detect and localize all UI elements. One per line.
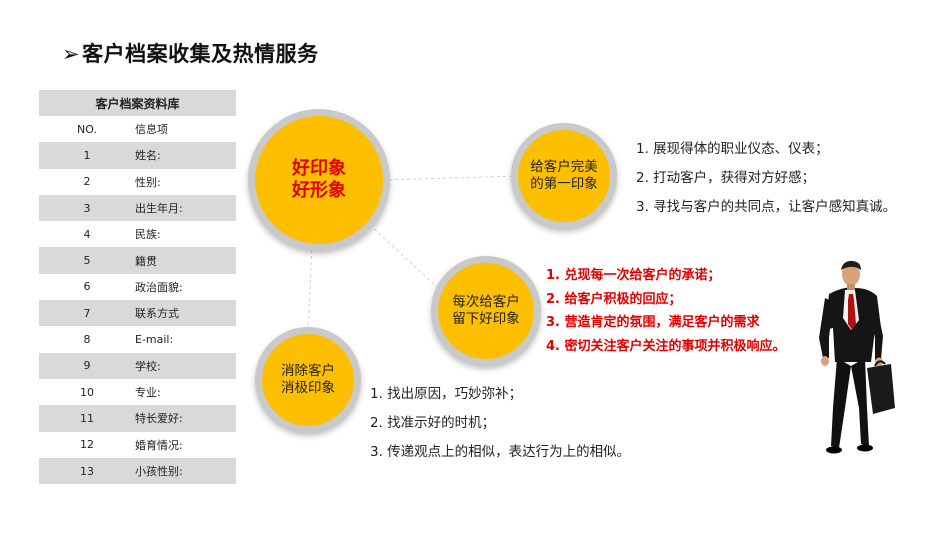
connector-main-each bbox=[369, 224, 441, 291]
table-row: 11 特长爱好: bbox=[39, 405, 236, 432]
table-header: 客户档案资料库 bbox=[39, 90, 236, 116]
row-no: 9 bbox=[83, 359, 91, 373]
connector-main-remove bbox=[307, 243, 313, 335]
row-item: 姓名: bbox=[135, 149, 161, 163]
table-row: 4 民族: bbox=[39, 221, 236, 247]
circle-remove-line1: 消除客户 bbox=[281, 363, 335, 380]
row-item: 联系方式 bbox=[135, 307, 179, 321]
circle-each-line2: 留下好印象 bbox=[452, 311, 520, 327]
circle-first-line1: 给客户完美 bbox=[530, 159, 598, 176]
circle-main-line2: 好形象 bbox=[292, 180, 346, 201]
circle-each-time: 每次给客户留下好印象 bbox=[438, 263, 534, 359]
row-no: 11 bbox=[80, 411, 94, 425]
list-item: 1. 展现得体的职业仪态、仪表； bbox=[636, 141, 829, 157]
list-item: 1. 兑现每一次给客户的承诺； bbox=[546, 268, 721, 283]
row-item: E-mail: bbox=[135, 333, 174, 347]
table-row: 13 小孩性别: bbox=[39, 457, 236, 485]
list-each-time: 1. 兑现每一次给客户的承诺； 2. 给客户积极的回应； 3. 营造肯定的氛围，… bbox=[546, 264, 816, 358]
row-item: 婚育情况: bbox=[135, 438, 183, 452]
row-item: 特长爱好: bbox=[135, 412, 183, 426]
businessman-icon bbox=[819, 260, 895, 454]
list-item: 1. 找出原因，巧妙弥补； bbox=[370, 386, 523, 402]
row-item: 籍贯 bbox=[135, 254, 157, 268]
circle-first-line2: 的第一印象 bbox=[530, 176, 598, 192]
table-header-text: 客户档案资料库 bbox=[95, 96, 180, 111]
table-row: 8 E-mail: bbox=[39, 326, 236, 352]
table-row: 6 政治面貌: bbox=[39, 274, 236, 300]
circle-each-line1: 每次给客户 bbox=[452, 294, 520, 311]
col-no: NO. bbox=[77, 122, 97, 136]
table-row: 9 学校: bbox=[39, 352, 236, 379]
row-no: 6 bbox=[83, 280, 91, 294]
list-item: 3. 传递观点上的相似，表达行为上的相似。 bbox=[370, 444, 631, 460]
page-title-text: 客户档案收集及热情服务 bbox=[82, 42, 319, 66]
table-row: 7 联系方式 bbox=[39, 300, 236, 327]
row-item: 专业: bbox=[135, 386, 161, 400]
table-row: 10 专业: bbox=[39, 379, 236, 405]
list-first-impression: 1. 展现得体的职业仪态、仪表； 2. 打动客户，获得对方好感； 3. 寻找与客… bbox=[636, 135, 914, 222]
page-title: ➢客户档案收集及热情服务 bbox=[62, 38, 319, 68]
circle-remove-negative: 消除客户消极印象 bbox=[262, 334, 354, 426]
customer-profile-table: 客户档案资料库 NO. 信息项 1 姓名: 2 性别: 3 出生年月: 4 民族: 5 籍… bbox=[39, 90, 236, 485]
table-row: 1 姓名: bbox=[39, 142, 236, 169]
col-item: 信息项 bbox=[135, 123, 168, 137]
circle-good-impression: 好印象好形象 bbox=[255, 116, 383, 244]
row-no: 4 bbox=[83, 227, 91, 241]
list-remove-negative: 1. 找出原因，巧妙弥补； 2. 找准示好的时机； 3. 传递观点上的相似，表达… bbox=[370, 380, 648, 467]
row-no: 13 bbox=[80, 464, 94, 478]
row-no: 5 bbox=[83, 254, 91, 268]
circle-main-line1: 好印象 bbox=[292, 157, 346, 179]
row-item: 民族: bbox=[135, 228, 161, 242]
list-item: 2. 打动客户，获得对方好感； bbox=[636, 170, 816, 186]
list-item: 3. 营造肯定的氛围，满足客户的需求 bbox=[546, 315, 760, 330]
row-no: 12 bbox=[80, 438, 94, 452]
list-item: 4. 密切关注客户关注的事项并积极响应。 bbox=[546, 338, 786, 354]
table-row: 3 出生年月: bbox=[39, 194, 236, 222]
table-row: 12 婚育情况: bbox=[39, 432, 236, 458]
table-row: 2 性别: bbox=[39, 169, 236, 195]
circle-remove-line2: 消极印象 bbox=[281, 380, 335, 396]
row-item: 政治面貌: bbox=[135, 280, 183, 294]
list-item: 2. 找准示好的时机； bbox=[370, 415, 496, 431]
circle-first-impression: 给客户完美的第一印象 bbox=[518, 130, 610, 222]
row-no: 2 bbox=[83, 175, 91, 189]
list-item: 3. 寻找与客户的共同点，让客户感知真诚。 bbox=[636, 199, 897, 215]
row-no: 1 bbox=[83, 148, 91, 162]
row-no: 3 bbox=[83, 201, 91, 215]
row-item: 学校: bbox=[135, 359, 161, 373]
row-item: 小孩性别: bbox=[135, 465, 183, 478]
table-row: 5 籍贯 bbox=[39, 247, 236, 274]
row-item: 出生年月: bbox=[135, 202, 183, 216]
row-no: 8 bbox=[83, 333, 91, 347]
arrow-bullet-icon: ➢ bbox=[62, 42, 81, 66]
row-no: 10 bbox=[80, 385, 94, 399]
row-no: 7 bbox=[83, 306, 91, 320]
list-item: 2. 给客户积极的回应； bbox=[546, 291, 682, 307]
row-item: 性别: bbox=[135, 175, 161, 189]
table-column-row: NO. 信息项 bbox=[39, 116, 236, 142]
connector-main-first bbox=[382, 175, 519, 181]
